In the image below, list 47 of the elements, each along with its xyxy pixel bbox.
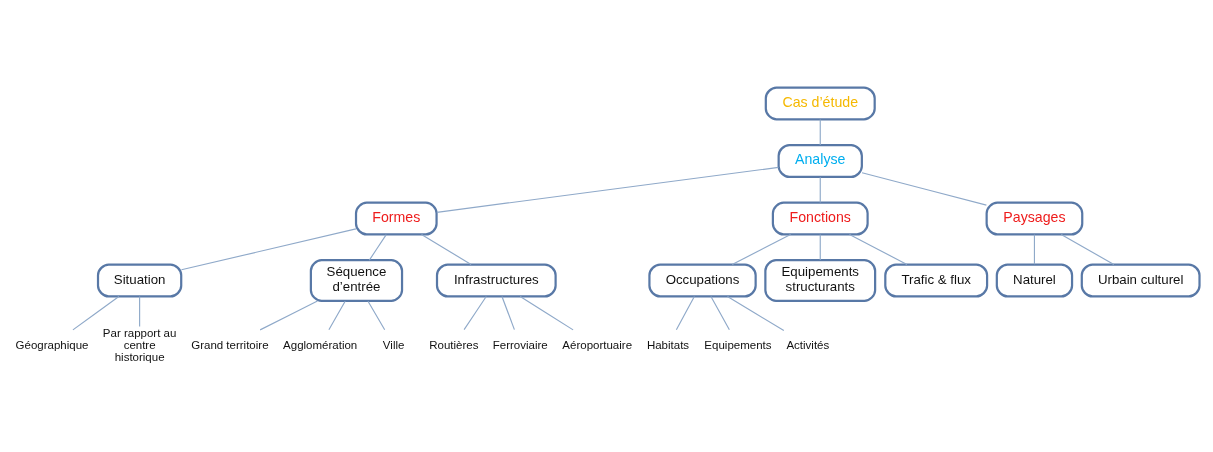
node-text: Aéroportuaire <box>562 338 633 351</box>
connector <box>463 295 487 330</box>
node-box: Cas d’étude <box>764 85 876 120</box>
connector <box>819 176 821 203</box>
node-text: Par rapport au centre historique <box>102 326 177 363</box>
node-box: Equipements structurants <box>764 258 877 302</box>
node-box: Fonctions <box>771 201 869 236</box>
connector <box>1060 233 1115 265</box>
node-box: Formes <box>354 201 438 236</box>
node-box: Infrastructures <box>435 262 557 298</box>
node-text: Ville <box>382 338 405 351</box>
node-box: Urbain culturel <box>1080 262 1201 298</box>
node-box: Naturel <box>995 262 1074 298</box>
node-box: Occupations <box>648 262 757 298</box>
connector <box>367 300 386 330</box>
node-text: Agglomération <box>283 338 358 351</box>
connector <box>731 233 792 265</box>
connector <box>259 299 319 330</box>
connector <box>848 233 908 265</box>
connector <box>368 233 387 261</box>
connector <box>710 295 730 330</box>
connector <box>726 295 785 331</box>
connector <box>436 166 779 213</box>
node-text: Géographique <box>15 338 89 351</box>
connector <box>819 118 821 145</box>
node-box: Trafic & flux <box>884 262 989 298</box>
connector <box>675 295 695 330</box>
connector <box>328 300 346 330</box>
node-box: Situation <box>96 262 183 298</box>
connector <box>501 295 515 330</box>
connector <box>180 227 357 270</box>
node-text: Grand territoire <box>191 338 269 351</box>
connector <box>72 295 120 330</box>
node-text: Activités <box>786 338 830 351</box>
node-box: Séquence d’entrée <box>309 258 404 302</box>
node-box: Paysages <box>985 201 1084 236</box>
connector <box>1033 233 1035 265</box>
connector <box>420 233 472 265</box>
connector <box>139 295 141 327</box>
node-text: Routières <box>429 338 479 351</box>
connector <box>819 233 821 261</box>
node-text: Equipements <box>704 338 772 351</box>
node-box: Analyse <box>777 143 863 178</box>
node-text: Ferroviaire <box>492 338 548 351</box>
connector <box>519 295 574 330</box>
node-text: Habitats <box>646 338 690 351</box>
connector <box>861 171 987 206</box>
